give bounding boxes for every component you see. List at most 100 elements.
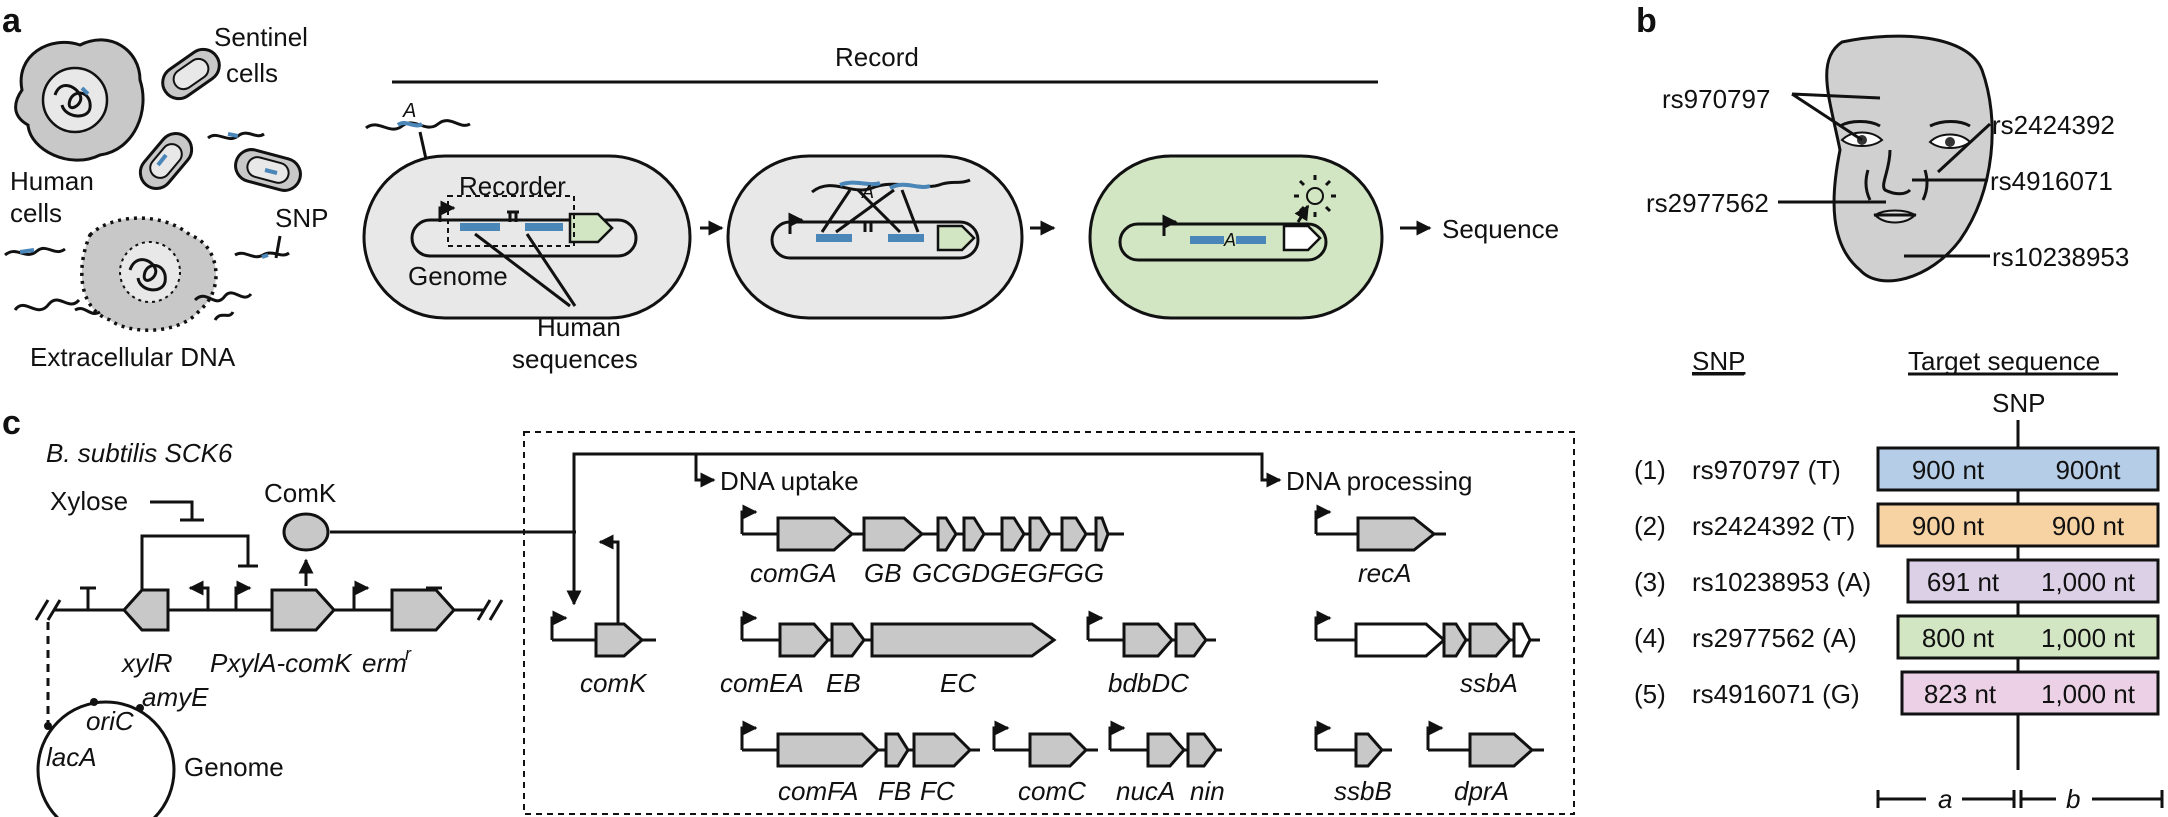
row-left-length-5: 823 nt [1924,679,1997,709]
gene-comGA: comGA [750,558,837,588]
face-label-1: rs970797 [1662,84,1770,114]
label-sentinel-1: Sentinel [214,22,308,52]
label-dna-processing: DNA processing [1286,466,1472,496]
xylose-inhibition [150,500,204,522]
operon-comF [740,720,980,768]
label-human-seq-2: sequences [512,344,638,374]
label-sequence: Sequence [1442,214,1559,244]
gene-pxyl: PxylA-comK [210,648,353,678]
operon-recA [1314,504,1446,552]
face-label-3: rs2977562 [1646,188,1769,218]
gene-dprA: dprA [1454,776,1509,806]
recombination-cell: A [726,154,1024,320]
row-snp-name-2: rs2424392 (T) [1692,511,1855,541]
leader-rs2424392 [1936,122,1992,174]
label-genome-a: Genome [408,261,508,291]
operon-bdbDC [1086,610,1216,658]
panel-label-a: a [2,2,22,40]
row-index-3: (3) [1634,567,1666,597]
panel-label-c: c [2,404,21,442]
comk-protein-icon [282,512,330,552]
operon-nucA [1108,720,1222,768]
label-dna-uptake: DNA uptake [720,466,859,496]
label-xylose: Xylose [50,486,128,516]
label-human-seq-1: Human [537,312,621,342]
target-bar-2 [1876,502,2160,548]
header-snp: SNP [1692,346,1745,376]
snp-marker-label: SNP [1992,388,2045,418]
comk-regulon-box [523,431,1575,815]
label-human-2: cells [10,198,62,228]
row-left-length-3: 691 nt [1927,567,2000,597]
target-bar-1 [1876,446,2160,492]
row-right-length-1: 900nt [2055,455,2121,485]
gene-comK: comK [580,668,648,698]
target-sequence-rows: (1) rs970797 (T) 900 nt 900nt (2) rs2424392 (… [1634,446,2160,716]
label-record: Record [835,42,919,72]
gene-comEA: comEA [720,668,804,698]
svg-text:A: A [1223,230,1236,250]
incoming-allele: A [402,100,416,122]
gene-ssbA: ssbA [1460,668,1518,698]
comk-gene [550,610,656,658]
row-snp-name-1: rs970797 (T) [1692,455,1841,485]
label-genome-c: Genome [184,752,284,782]
panel-label-b: b [1636,2,1657,40]
operon-ssbA [1314,610,1540,658]
gene-GCGDGEGFGG: GCGDGEGFGG [912,558,1104,588]
label-comk-protein: ComK [264,478,337,508]
gene-EC: EC [940,668,976,698]
row-snp-name-3: rs10238953 (A) [1692,567,1871,597]
human-cell-illustration [14,38,145,162]
regulation-branch [572,452,1264,532]
label-amyE: amyE [142,682,209,712]
gene-recA: recA [1358,558,1411,588]
row-right-length-4: 1,000 nt [2041,623,2136,653]
extracellular-dna [4,246,290,321]
row-index-4: (4) [1634,623,1666,653]
operon-ssbB [1314,720,1392,768]
circular-genome [36,700,176,817]
operon-comE [740,610,1057,658]
gene-comFA: comFA [778,776,858,806]
row-right-length-5: 1,000 nt [2041,679,2136,709]
segment-a: a [1938,784,1952,814]
operon-dprA [1426,720,1544,768]
gene-bdbDC: bdbDC [1108,668,1189,698]
gene-FB: FB [878,776,911,806]
operon-comC [992,720,1098,768]
face-illustration [1825,34,1994,283]
target-bar-3 [1906,558,2160,604]
row-snp-name-5: rs4916071 (G) [1692,679,1860,709]
gene-erm: erm [362,648,407,678]
face-label-5: rs10238953 [1992,242,2129,272]
face-label-4: rs4916071 [1990,166,2113,196]
genome-construct [34,534,504,632]
gene-FC: FC [920,776,955,806]
label-oriC: oriC [86,706,134,736]
row-index-1: (1) [1634,455,1666,485]
operon-comG [740,504,1124,552]
gene-GB: GB [864,558,902,588]
gene-nucA: nucA [1116,776,1175,806]
lysed-cell-illustration [80,216,218,332]
row-index-2: (2) [1634,511,1666,541]
header-target-sequence: Target sequence [1908,346,2100,376]
gene-ssbB: ssbB [1334,776,1392,806]
gene-comC: comC [1018,776,1086,806]
label-snp: SNP [275,203,328,233]
label-extracellular-dna: Extracellular DNA [30,342,236,372]
row-right-length-3: 1,000 nt [2041,567,2136,597]
gene-nin: nin [1190,776,1225,806]
target-bar-4 [1896,614,2160,660]
sentinel-cell-illustration [138,47,302,192]
label-strain: B. subtilis SCK6 [46,438,233,468]
leader-rs970797 [1791,92,1881,142]
label-sentinel-2: cells [226,58,278,88]
label-recorder: Recorder [459,171,566,201]
gene-EB: EB [826,668,861,698]
label-human-1: Human [10,166,94,196]
row-left-length-2: 900 nt [1912,511,1985,541]
row-right-length-2: 900 nt [2052,511,2125,541]
